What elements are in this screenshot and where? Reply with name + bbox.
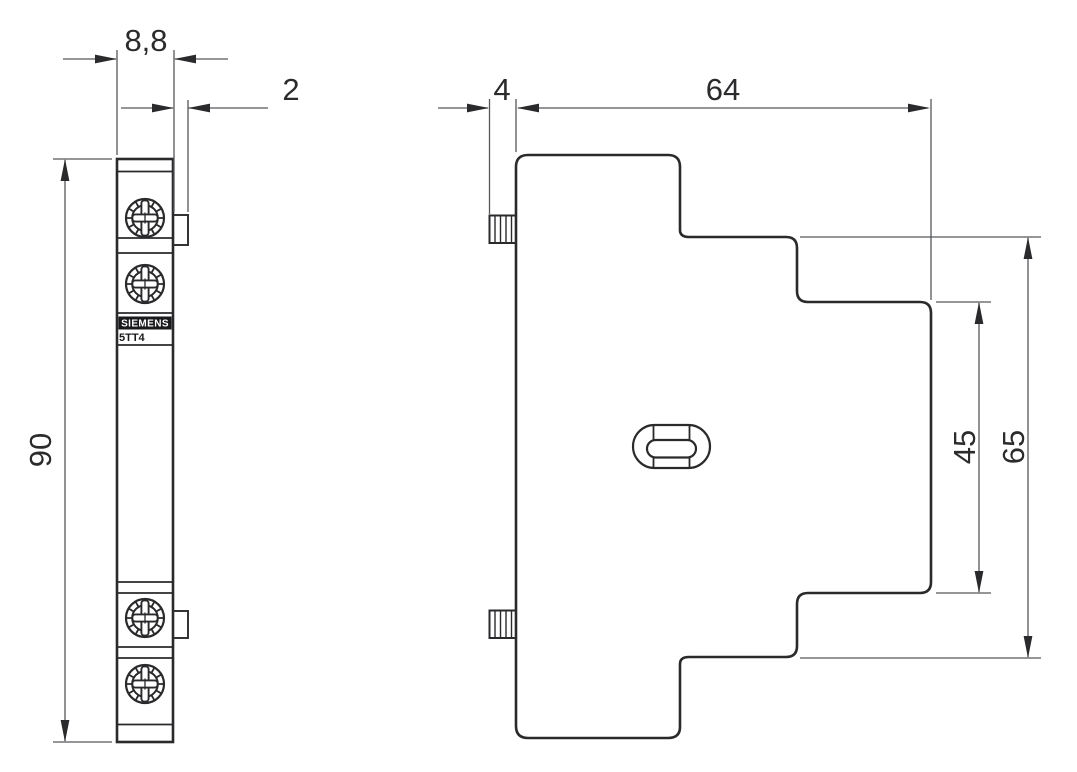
screw-icon (124, 597, 166, 639)
dim-arrow (517, 103, 539, 113)
knockout-oval (631, 423, 712, 470)
dim-front-width: 8,8 (63, 23, 228, 212)
screw-icon (124, 663, 166, 705)
dim-side-front-height: 45 (936, 301, 991, 594)
dim-front-height: 90 (23, 158, 112, 743)
dim-arrow (152, 103, 174, 113)
screw-icon (124, 197, 166, 239)
dim-side-step-height: 65 (800, 236, 1041, 659)
dim-front-height-label: 90 (23, 433, 58, 467)
front-bottom-tab (172, 610, 189, 639)
front-body (115, 157, 175, 744)
side-body-outline (514, 153, 933, 740)
dim-front-tab-depth: 2 (121, 72, 300, 212)
dim-arrow (60, 720, 70, 742)
dim-side-depth: 64 (517, 72, 932, 300)
dim-arrow (95, 54, 117, 64)
din-clip-bottom (488, 609, 517, 639)
dim-front-tab-label: 2 (282, 72, 299, 107)
dim-arrow (174, 54, 196, 64)
dim-arrow (908, 103, 930, 113)
dim-front-width-label: 8,8 (124, 23, 167, 58)
screw-icon (124, 263, 166, 305)
dim-arrow (188, 103, 210, 113)
dim-side-clip-depth: 4 (438, 72, 517, 214)
brand-plate (118, 316, 172, 330)
dim-side-depth-label: 64 (706, 72, 740, 107)
model-label: 5TT4 (119, 332, 146, 344)
dim-side-front-height-label: 45 (947, 430, 982, 464)
dim-arrow (974, 571, 984, 593)
din-clip-top (488, 214, 517, 244)
dim-side-step-height-label: 65 (996, 430, 1031, 464)
front-view: SIEMENS 5TT4 (115, 157, 189, 744)
dim-arrow (1023, 636, 1033, 658)
side-view (488, 153, 933, 740)
dim-arrow (974, 302, 984, 324)
dim-side-clip-label: 4 (493, 72, 510, 107)
dim-arrow (1023, 237, 1033, 259)
front-top-tab (172, 214, 189, 246)
brand-label: SIEMENS (121, 319, 169, 330)
dim-arrow (60, 159, 70, 181)
dim-arrow (467, 103, 489, 113)
